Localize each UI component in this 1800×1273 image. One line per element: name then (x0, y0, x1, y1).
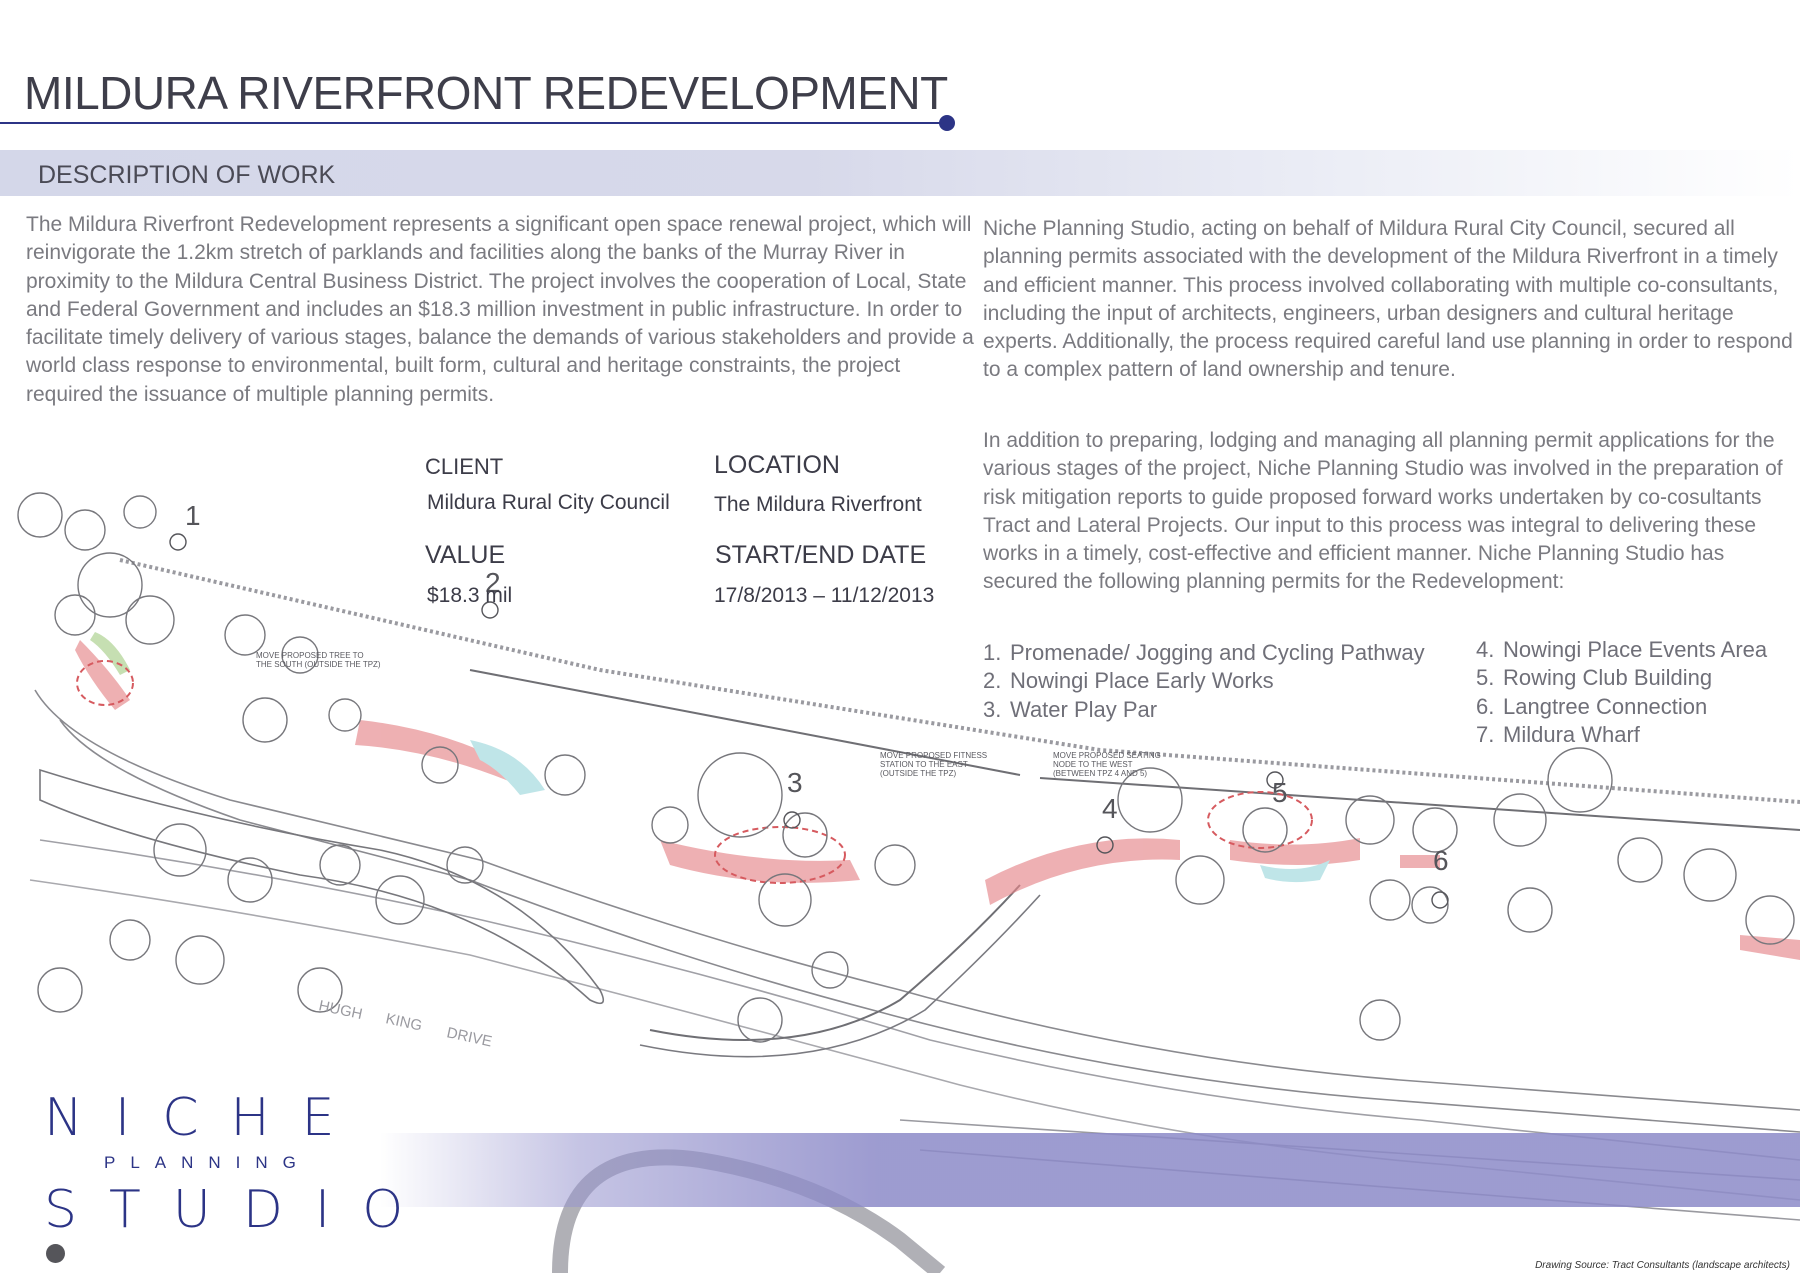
title-underline-dot (939, 115, 955, 131)
plan-annotation-fitness-line1: MOVE PROPOSED FITNESS (880, 751, 987, 760)
stage-marker-6: 6 (1433, 845, 1449, 876)
date-value: 17/8/2013 – 11/12/2013 (714, 584, 935, 607)
plan-annotation-seating-line1: MOVE PROPOSED SEATING (1053, 751, 1161, 760)
description-paragraph-right-2: In addition to preparing, lodging and ma… (983, 429, 1783, 594)
page-title: MILDURA RIVERFRONT REDEVELOPMENT (24, 67, 948, 119)
description-paragraph-left: The Mildura Riverfront Redevelopment rep… (26, 213, 974, 406)
list-item: 2.Nowingi Place Early Works (983, 668, 1274, 694)
plan-annotation-tree-line2: THE SOUTH (OUTSIDE THE TPZ) (256, 660, 381, 669)
stage-marker-3: 3 (787, 767, 803, 798)
value-value: $18.3 mil (427, 584, 513, 607)
list-item: 4.Nowingi Place Events Area (1476, 637, 1768, 662)
bottom-band (380, 1133, 1800, 1207)
plan-annotation-seating-line3: (BETWEEN TPZ 4 AND 5) (1053, 769, 1147, 778)
logo-word-niche: NICHE (44, 1088, 367, 1148)
logo-word-planning: PLANNING (104, 1153, 311, 1172)
section-title: DESCRIPTION OF WORK (38, 161, 336, 189)
plan-annotation-fitness-line2: STATION TO THE EAST (880, 760, 968, 769)
stage-marker-1: 1 (185, 500, 201, 531)
stage-marker-4: 4 (1102, 793, 1118, 824)
permit-list-right: 4.Nowingi Place Events Area 5.Rowing Clu… (1476, 636, 1767, 749)
client-value: Mildura Rural City Council (427, 491, 670, 514)
drawing-source-caption: Drawing Source: Tract Consultants (lands… (1535, 1260, 1790, 1271)
plan-annotation-tree-line1: MOVE PROPOSED TREE TO (256, 651, 364, 660)
value-label: VALUE (425, 541, 506, 569)
list-item: 5.Rowing Club Building (1476, 665, 1713, 691)
street-label-hugh: HUGH (317, 997, 364, 1023)
date-label: START/END DATE (715, 541, 927, 569)
client-label: CLIENT (425, 454, 504, 479)
street-label-king: KING (384, 1010, 423, 1034)
list-item: 6.Langtree Connection (1476, 693, 1708, 719)
permit-list-left: 1.Promenade/ Jogging and Cycling Pathway… (983, 639, 1425, 724)
location-label: LOCATION (714, 451, 840, 479)
list-item: 7.Mildura Wharf (1476, 721, 1640, 747)
logo-dot (46, 1244, 65, 1263)
list-item: 3.Water Play Par (983, 696, 1158, 722)
list-item: 1.Promenade/ Jogging and Cycling Pathway (983, 640, 1425, 665)
plan-annotation-seating-line2: NODE TO THE WEST (1053, 760, 1133, 769)
plan-annotation-fitness-line3: (OUTSIDE THE TPZ) (880, 769, 956, 778)
section-band (0, 150, 1800, 196)
street-label-drive: DRIVE (445, 1024, 493, 1050)
location-value: The Mildura Riverfront (714, 493, 922, 516)
title-underline (0, 122, 940, 124)
logo-word-studio: STUDIO (44, 1180, 436, 1240)
stage-marker-2: 2 (485, 567, 501, 598)
stage-marker-5: 5 (1272, 777, 1288, 808)
description-paragraph-right-1: Niche Planning Studio, acting on behalf … (983, 217, 1793, 382)
